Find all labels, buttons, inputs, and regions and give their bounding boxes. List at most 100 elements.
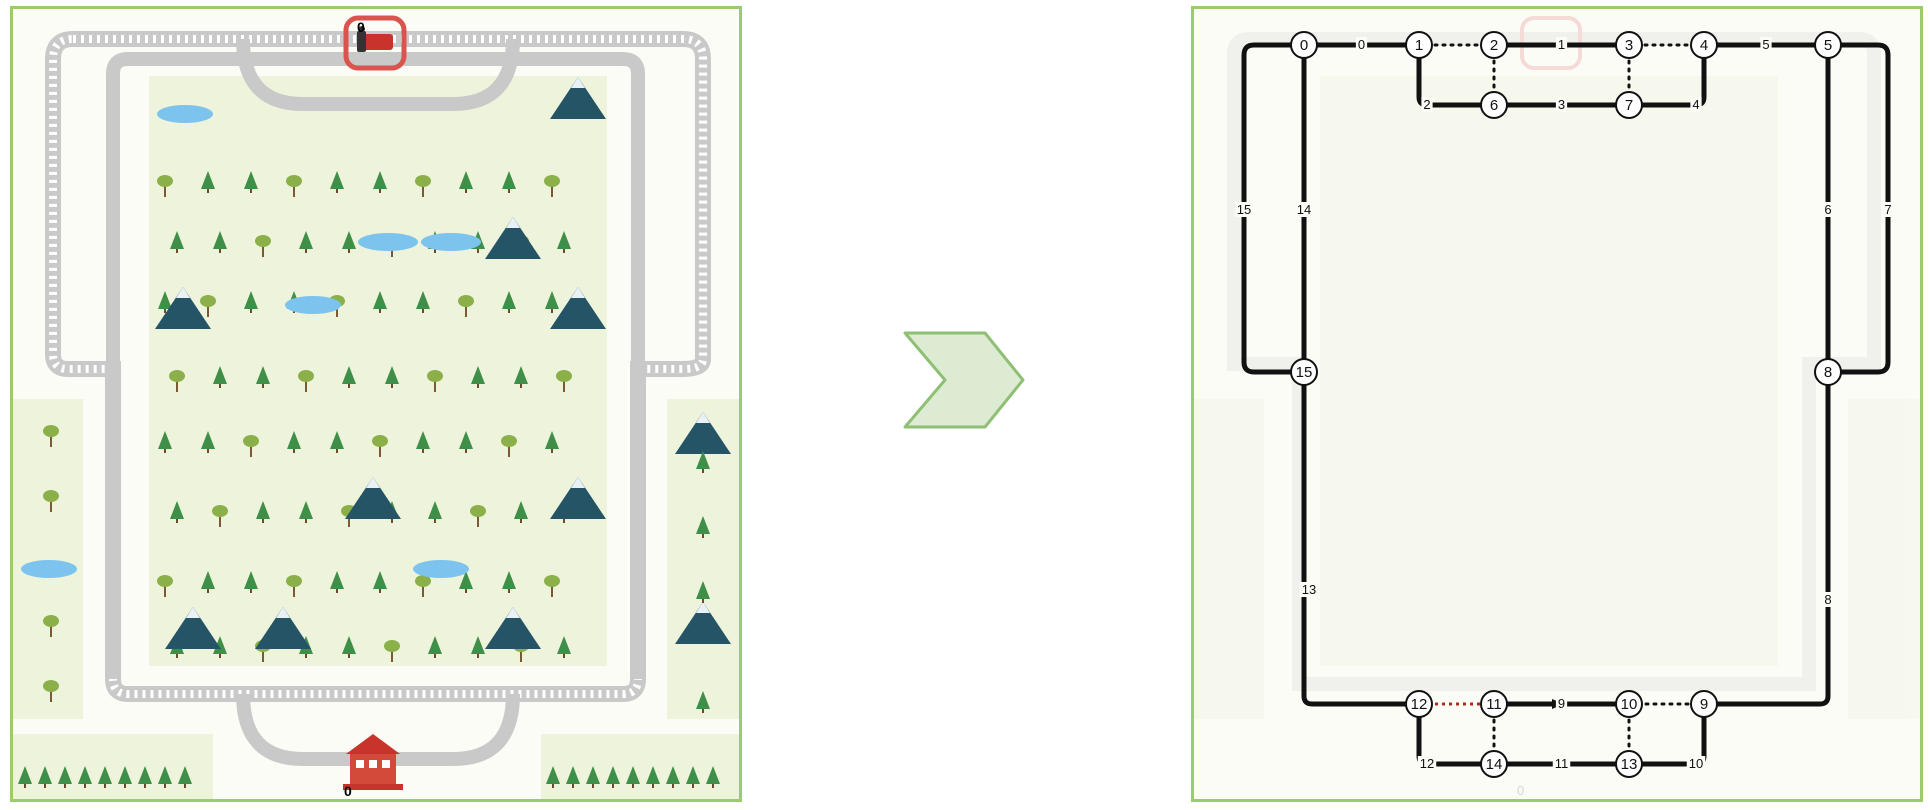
graph-node-label: 4 xyxy=(1700,37,1708,54)
edge-label-bg xyxy=(1421,97,1433,112)
railway-map: 0 0 xyxy=(13,15,739,799)
mountain-icon xyxy=(345,477,401,519)
tree-icon xyxy=(43,490,59,512)
tree-icon xyxy=(416,291,430,313)
edge-label: 8 xyxy=(1824,592,1831,607)
train-label: 0 xyxy=(357,19,365,35)
graph-node-label: 1 xyxy=(1415,37,1423,54)
tree-icon xyxy=(169,370,185,392)
graph-node-label: 0 xyxy=(1300,37,1308,54)
tree-icon xyxy=(544,175,560,197)
mountain-icon xyxy=(550,477,606,519)
train-highlight xyxy=(343,15,407,71)
lake-icon xyxy=(285,296,341,314)
graph-node-13: 13 xyxy=(1615,750,1643,778)
edge-label: 10 xyxy=(1689,756,1703,771)
forest-area xyxy=(149,76,607,666)
tree-icon xyxy=(502,571,516,593)
mountain-icon xyxy=(255,607,311,649)
graph-node-label: 5 xyxy=(1824,37,1832,54)
tree-icon xyxy=(415,575,431,597)
mountain-icon xyxy=(675,602,731,644)
tree-icon xyxy=(428,501,442,523)
graph-node-label: 8 xyxy=(1824,364,1832,381)
tree-icon xyxy=(471,366,485,388)
edge-label-bg xyxy=(1294,202,1314,217)
tree-icon xyxy=(428,636,442,658)
top-bypass-track xyxy=(236,38,520,111)
tree-icon xyxy=(470,505,486,527)
inner-track xyxy=(106,52,645,679)
edge-label-bg xyxy=(1882,202,1894,217)
tree-icon xyxy=(170,231,184,253)
tree-icon xyxy=(557,636,571,658)
faint-map-background: 0 xyxy=(1194,16,1920,798)
tree-icon xyxy=(330,571,344,593)
tree-icon xyxy=(243,435,259,457)
tree-icon xyxy=(118,766,132,788)
tree-icon xyxy=(158,291,172,313)
tree-icon xyxy=(330,431,344,453)
tree-icon xyxy=(626,766,640,788)
mountain-icon xyxy=(550,287,606,329)
tree-icon xyxy=(458,295,474,317)
tree-icon xyxy=(546,766,560,788)
tree-icon xyxy=(43,615,59,637)
graph-node-10: 10 xyxy=(1615,690,1643,718)
tree-icon xyxy=(256,366,270,388)
train-icon xyxy=(357,26,393,52)
edge-label-bg xyxy=(1822,202,1834,217)
tree-icon xyxy=(646,766,660,788)
tree-icon xyxy=(157,175,173,197)
tree-icon xyxy=(373,291,387,313)
tree-icon xyxy=(256,501,270,523)
railway-map-panel: 0 0 xyxy=(10,6,742,802)
tree-icon xyxy=(416,431,430,453)
tree-icon xyxy=(545,431,559,453)
edge-label: 12 xyxy=(1420,756,1434,771)
edge-label-bg xyxy=(1690,97,1702,112)
edge-label: 4 xyxy=(1692,97,1699,112)
edge-label: 7 xyxy=(1884,202,1891,217)
tree-icon xyxy=(43,425,59,447)
edge-label-bg xyxy=(1234,202,1254,217)
tree-icon xyxy=(415,175,431,197)
edge-label-bg xyxy=(1299,582,1319,597)
forest-area-bottom-right xyxy=(541,734,739,799)
tree-icon xyxy=(373,571,387,593)
tree-icon xyxy=(213,231,227,253)
graph-node-label: 15 xyxy=(1296,364,1313,381)
tree-icon xyxy=(213,366,227,388)
tree-icon xyxy=(38,766,52,788)
edge-label: 15 xyxy=(1237,202,1251,217)
edge-label: 0 xyxy=(1358,37,1365,52)
tree-icon xyxy=(43,680,59,702)
forest-area-left xyxy=(13,399,83,719)
graph-node-0: 0 xyxy=(1290,31,1318,59)
graph-node-label: 11 xyxy=(1486,696,1502,713)
edge-label: 9 xyxy=(1558,696,1565,711)
tree-icon xyxy=(427,370,443,392)
tree-icon xyxy=(299,501,313,523)
tree-icon xyxy=(244,171,258,193)
edge-label-bg xyxy=(1555,37,1568,52)
edge-label-bg xyxy=(1355,37,1368,52)
tree-icon xyxy=(502,291,516,313)
graph-node-label: 2 xyxy=(1490,37,1498,54)
tree-icon xyxy=(372,435,388,457)
tree-icon xyxy=(544,575,560,597)
edge-label-bg xyxy=(1686,756,1706,771)
edge-label: 11 xyxy=(1555,756,1569,771)
graph-node-label: 9 xyxy=(1700,696,1708,713)
graph-edge xyxy=(1704,372,1831,707)
edge-label: 14 xyxy=(1297,202,1311,217)
edge-label-bg xyxy=(1555,696,1568,711)
tree-icon xyxy=(299,231,313,253)
tree-icon xyxy=(459,171,473,193)
scenery xyxy=(18,77,731,788)
graph-node-label: 14 xyxy=(1486,756,1503,773)
mountain-icon xyxy=(155,287,211,329)
tree-icon xyxy=(157,575,173,597)
graph-node-label: 12 xyxy=(1411,696,1428,713)
